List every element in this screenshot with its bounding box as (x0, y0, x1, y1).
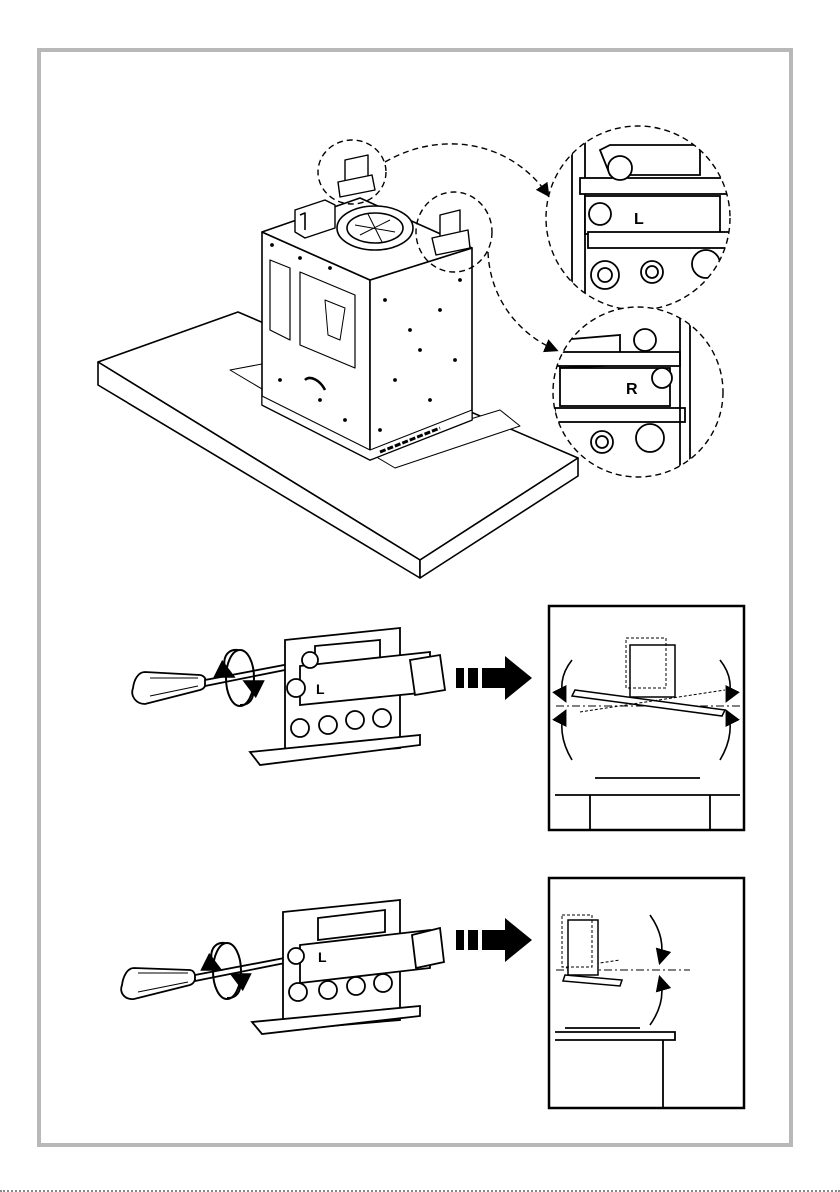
hood-assembly (98, 155, 578, 578)
bracket-step1 (250, 628, 445, 765)
screwdriver-icon (132, 662, 300, 704)
result-panel-tilt (549, 878, 744, 1108)
arrow-right-icon (456, 918, 532, 962)
bracket-step2 (252, 900, 444, 1034)
step2-bracket-label: L (318, 949, 327, 965)
result-panel-level (549, 606, 744, 830)
step1-bracket-label: L (316, 681, 325, 697)
step-1-adjust: L (132, 606, 744, 830)
right-bracket-label: R (626, 381, 638, 398)
arrow-right-icon (456, 656, 532, 700)
step-2-adjust: L (121, 878, 744, 1108)
page-crop-edge (0, 1186, 840, 1192)
left-bracket-label: L (634, 211, 644, 228)
hood-fan (337, 206, 413, 250)
detail-right-bracket: R (550, 300, 750, 490)
detail-left-bracket: L (546, 120, 760, 320)
screwdriver-icon (121, 956, 295, 999)
